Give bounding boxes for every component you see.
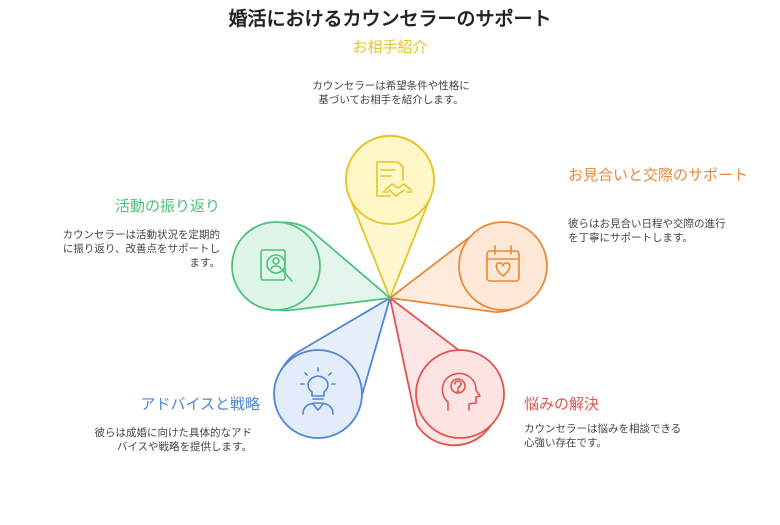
petal-desc-introduction: カウンセラーは希望条件や性格に基づいてお相手を紹介します。 [312,80,470,106]
magnifier-person-icon [260,249,293,282]
petal-desc-dating-support: 彼らはお見合い日程や交際の進行を丁寧にサポートします。 [568,218,726,244]
calendar-heart-icon [486,245,520,282]
petal-label-problem-solving: 悩みの解決 [524,395,600,413]
petal-desc-advice-strategy: 彼らは成婚に向けた具体的なアドバイスや戦略を提供します。 [94,427,253,453]
petal-circle-problem-solving [415,349,505,439]
diagram-title: 婚活におけるカウンセラーのサポート [228,8,552,30]
petal-label-introduction: お相手紹介 [352,38,428,56]
petal-circle-advice-strategy [273,349,363,439]
petal-label-activity-review: 活動の振り返り [114,197,220,215]
petal-circle-introduction [345,135,435,225]
lightbulb-person-icon [300,367,336,415]
petal-desc-activity-review: カウンセラーは活動状況を定期的に振り返り、改善点をサポートします。 [62,229,221,269]
document-handshake-icon [376,161,413,197]
petal-desc-problem-solving: カウンセラーは悩みを相談できる心強い存在です。 [524,423,682,449]
petal-label-advice-strategy: アドバイスと戦略 [140,395,260,413]
head-question-icon [441,372,481,411]
petal-label-dating-support: お見合いと交際のサポート [568,166,749,184]
